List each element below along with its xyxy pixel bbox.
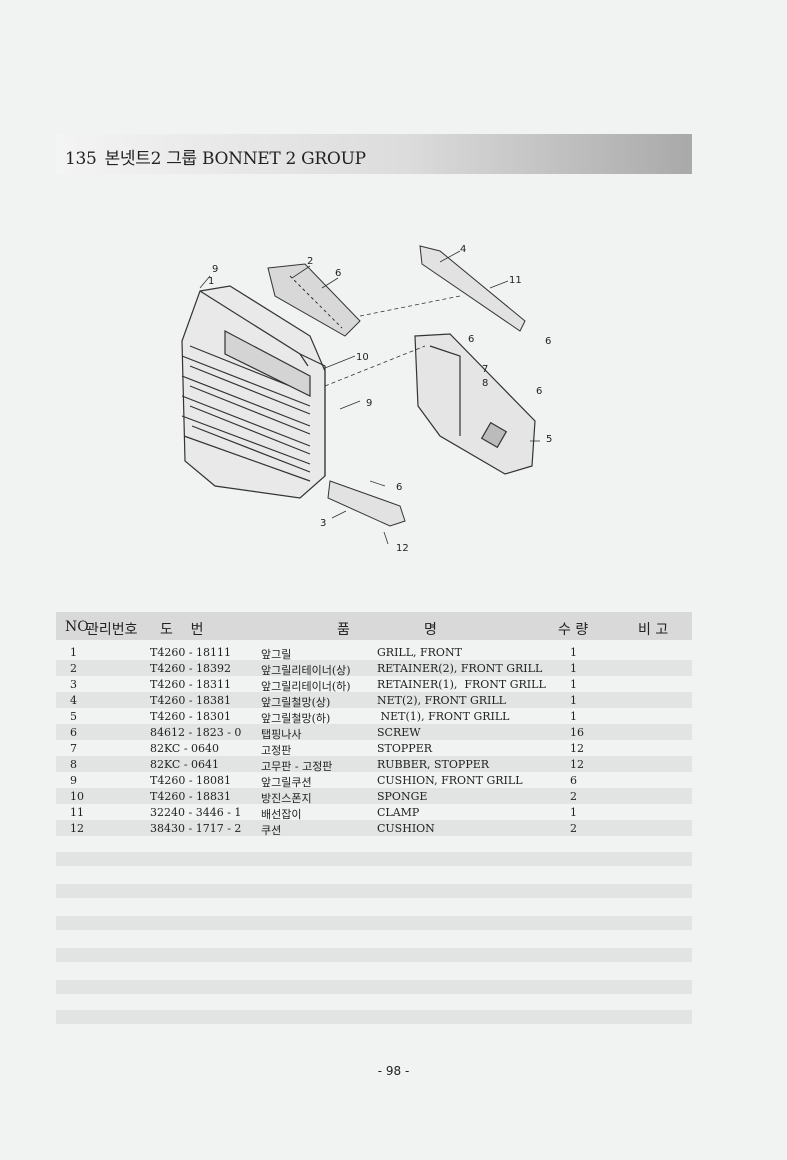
callout-2: 2 [307, 256, 313, 267]
leader-lines [199, 250, 540, 545]
empty-row-band [56, 852, 692, 866]
callout-labels: 9 1 2 6 4 11 6 6 10 9 7 8 6 5 6 3 12 [208, 244, 552, 554]
front-grill-drawing [181, 285, 326, 499]
header-name-a: 품 [337, 622, 350, 638]
empty-row-band [56, 980, 692, 994]
table-header: NO 관리번호 도 번 품 명 수 량 비 고 [56, 612, 692, 640]
lower-retainer-drawing [327, 480, 406, 527]
header-qty: 수 량 [558, 622, 589, 638]
callout-9b: 9 [366, 398, 372, 409]
callout-9: 9 [212, 264, 218, 275]
callout-11: 11 [509, 275, 522, 286]
callout-7: 7 [482, 364, 488, 375]
header-name-b: 명 [424, 622, 437, 638]
callout-6d: 6 [536, 386, 542, 397]
upper-retainer-drawing [267, 263, 361, 337]
header-mgmt: 관리번호 [86, 622, 138, 638]
section-title-bar: 135 본넷트2 그룹 BONNET 2 GROUP [56, 134, 692, 174]
exploded-parts-diagram: 9 1 2 6 4 11 6 6 10 9 7 8 6 5 6 3 12 [181, 244, 552, 554]
callout-8: 8 [482, 378, 488, 389]
callout-6b: 6 [545, 336, 551, 347]
empty-row-band [56, 916, 692, 930]
header-no: NO [65, 619, 89, 635]
callout-6e: 6 [396, 482, 402, 493]
section-number: 135 [65, 149, 97, 169]
section-name: 본넷트2 그룹 BONNET 2 GROUP [104, 149, 366, 169]
callout-4: 4 [460, 244, 466, 255]
section-title: 135 본넷트2 그룹 BONNET 2 GROUP [65, 144, 366, 169]
lower-net-drawing [414, 333, 536, 475]
empty-row-band [56, 1010, 692, 1024]
callout-1: 1 [208, 276, 214, 287]
callout-12: 12 [396, 543, 409, 554]
upper-net-drawing [419, 245, 526, 332]
empty-row-band [56, 948, 692, 962]
callout-6: 6 [335, 268, 341, 279]
callout-5: 5 [546, 434, 552, 445]
callout-10: 10 [356, 352, 369, 363]
header-remarks: 비 고 [638, 622, 669, 638]
callout-6c: 6 [468, 334, 474, 345]
header-part-no: 도 번 [160, 622, 204, 638]
page-number: - 98 - [377, 1064, 410, 1078]
empty-row-band [56, 884, 692, 898]
callout-3: 3 [320, 518, 326, 529]
